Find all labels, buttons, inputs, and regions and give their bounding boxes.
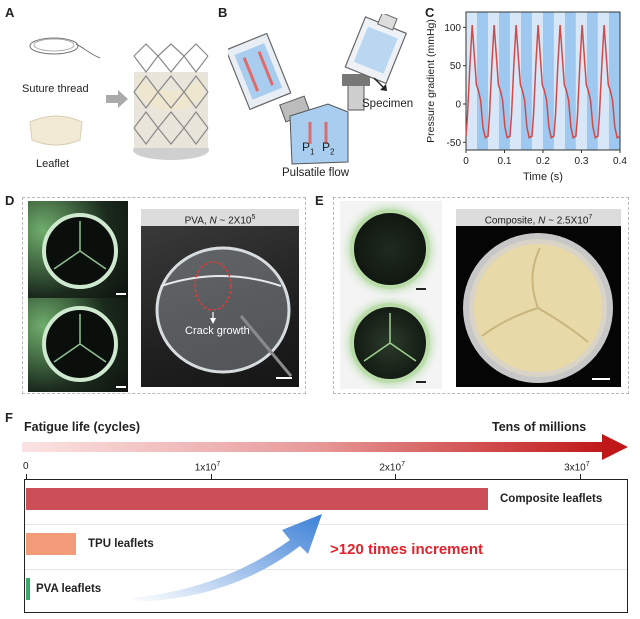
composite-photo-title: Composite, N ~ 2.5X107 — [456, 209, 621, 230]
suture-thread-label: Suture thread — [22, 83, 89, 95]
pressure-p2-label: P2 — [322, 140, 335, 157]
x-tick-label: 2x107 — [379, 461, 405, 474]
bar-composite-leaflets — [26, 488, 488, 510]
chart-band — [509, 12, 521, 150]
increment-arrow-icon — [130, 514, 322, 602]
x-tick-mark — [395, 474, 397, 479]
composite-valve-photo — [456, 226, 621, 387]
chart-band — [586, 12, 598, 150]
leaflet-label: Leaflet — [36, 158, 70, 170]
crack-growth-annotation: Crack growth — [185, 325, 250, 337]
bar-tpu-leaflets — [26, 533, 76, 555]
chart-x-axis-label: Time (s) — [523, 171, 563, 183]
scale-bar — [116, 386, 126, 388]
chart-band — [542, 12, 554, 150]
suture-thread-image — [29, 37, 101, 59]
fatigue-life-label: Fatigue life (cycles) — [24, 420, 141, 434]
fatigue-life-gradient-arrow — [22, 442, 604, 452]
x-tick-label: 1x107 — [194, 461, 221, 474]
pulsatile-flow-setup-diagram — [228, 14, 408, 165]
scale-bar — [592, 378, 610, 380]
x-tick-mark — [580, 474, 582, 479]
pressure-p1-label: P1 — [302, 140, 315, 157]
y-tick-label: 0 — [455, 100, 461, 111]
arrow-right-icon — [602, 434, 628, 460]
pva-valve-top-image — [28, 201, 128, 299]
pva-crack-photo: Crack growth — [141, 226, 299, 387]
panel-c-label: C — [425, 5, 435, 20]
valve-stent-image — [133, 43, 209, 160]
arrow-down-right-icon — [373, 77, 387, 91]
bar-label-composite: Composite leaflets — [500, 493, 603, 505]
composite-valve-top-image — [340, 201, 442, 297]
bar-chart-frame — [24, 479, 628, 613]
scale-bar — [416, 381, 426, 383]
leaflet-image — [29, 115, 83, 146]
chart-band — [476, 12, 488, 150]
panel-e-label: E — [315, 193, 324, 208]
x-tick-label: 0.3 — [575, 156, 589, 167]
increment-label: >120 times increment — [330, 541, 483, 558]
pva-valve-bottom-image — [28, 298, 128, 392]
x-tick-label: 0 — [23, 461, 29, 472]
panel-b-label: B — [218, 5, 228, 20]
composite-valve-bottom-image — [340, 297, 442, 389]
x-tick-label: 0.4 — [613, 156, 627, 167]
chart-y-axis-label: Pressure gradient (mmHg) — [425, 19, 437, 143]
scale-bar — [116, 293, 126, 295]
bar-label-tpu: TPU leaflets — [88, 538, 154, 550]
y-tick-label: 50 — [450, 61, 462, 72]
bar-label-pva: PVA leaflets — [36, 583, 102, 595]
panel-d-label: D — [5, 193, 15, 208]
chart-band — [553, 12, 565, 150]
chart-x-axis-ticks: 0 0.1 0.2 0.3 0.4 — [463, 150, 627, 167]
chart-band — [564, 12, 576, 150]
scale-bar — [276, 377, 292, 379]
pressure-gradient-line — [465, 24, 621, 139]
x-tick-label: 0.2 — [536, 156, 550, 167]
chart-band — [531, 12, 543, 150]
pulsatile-flow-label: Pulsatile flow — [282, 167, 350, 179]
scale-bar — [416, 288, 426, 290]
x-tick-mark — [210, 474, 212, 479]
chart-y-axis-ticks: -50 0 50 100 — [444, 23, 466, 149]
arrow-right-icon — [106, 90, 128, 108]
tens-of-millions-label: Tens of millions — [492, 420, 587, 434]
panel-f-label: F — [5, 410, 13, 425]
specimen-label: Specimen — [362, 98, 414, 110]
y-tick-label: -50 — [447, 138, 462, 149]
chart-band — [575, 12, 587, 150]
chart-band — [498, 12, 510, 150]
x-tick-label: 3x107 — [564, 461, 590, 474]
x-tick-mark — [26, 474, 27, 479]
panel-a-label: A — [5, 5, 15, 20]
bar-pva-leaflets — [26, 578, 30, 600]
chart-band — [487, 12, 499, 150]
chart-band — [466, 12, 477, 150]
chart-band — [597, 12, 609, 150]
panel-e-frame — [333, 197, 629, 394]
x-tick-label: 0 — [463, 156, 469, 167]
chart-band — [520, 12, 532, 150]
chart-band — [608, 12, 620, 150]
x-tick-label: 0.1 — [498, 156, 512, 167]
panel-d-frame — [22, 197, 306, 394]
chart-background-bands — [466, 12, 620, 150]
y-tick-label: 100 — [444, 23, 461, 34]
pva-photo-title: PVA, N ~ 2X105 — [141, 209, 299, 230]
